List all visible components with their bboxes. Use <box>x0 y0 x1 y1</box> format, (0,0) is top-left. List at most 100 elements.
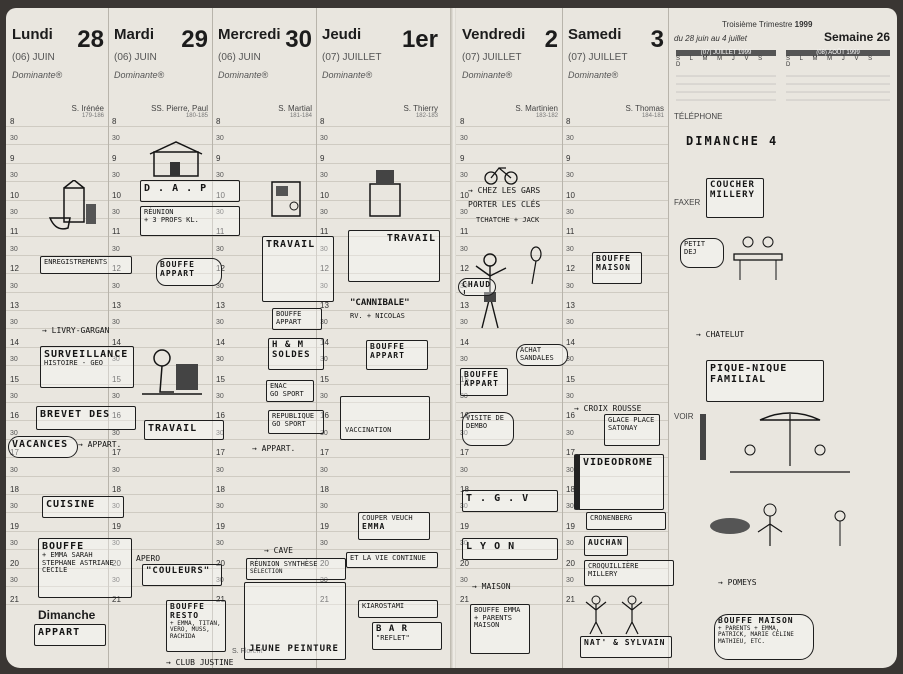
note-travail-mardi: TRAVAIL <box>144 420 224 440</box>
note-cuisine: CUISINE <box>42 496 124 518</box>
hour-label: 30 <box>566 209 574 216</box>
note-bouffe-appart-mardi: BOUFFE APPART <box>156 258 222 286</box>
hour-label: 8 <box>112 117 117 126</box>
note-bouffe-appart-jeudi: BOUFFE APPART <box>366 340 428 370</box>
note-bouffe-maison-samedi: BOUFFE MAISON <box>592 252 642 284</box>
hour-label: 20 <box>460 558 469 568</box>
bicycle-sketch <box>484 160 518 191</box>
hour-line <box>6 291 452 293</box>
note-vaccination: VACCINATION <box>340 396 430 440</box>
note-petit-dej: PETIT DEJ <box>680 238 724 268</box>
hour-line <box>6 549 452 551</box>
hour-label: 30 <box>320 282 328 290</box>
day-header-mercredi: Mercredi 30 (06) JUIN Dominante® S. Mart… <box>216 20 312 119</box>
day-name: Jeudi <box>322 26 362 43</box>
saint-florent: S. Florent <box>232 648 263 655</box>
hour-label: 30 <box>216 540 224 548</box>
kettle-sketch <box>362 168 408 225</box>
note-brevet: BREVET DES <box>36 406 136 430</box>
hour-label: 30 <box>10 209 18 216</box>
note-bouffe-appart-mercredi: BOUFFE APPART <box>272 308 322 330</box>
note-chez-les-gars: → CHEZ LES GARS <box>468 186 541 195</box>
note-lyon: L Y O N <box>462 538 558 560</box>
hour-label: 11 <box>566 227 575 237</box>
hour-label: 30 <box>216 282 224 290</box>
hour-label: 30 <box>566 429 574 437</box>
hour-label: 19 <box>460 521 469 531</box>
hour-label: 19 <box>216 521 225 531</box>
hour-line <box>6 383 452 385</box>
note-rue: RV. + NICOLAS <box>350 312 405 320</box>
note-bouffe-maison-dimanche: BOUFFE MAISON+ PARENTS + EMMA, PATRICK, … <box>714 614 814 660</box>
hour-label: 30 <box>566 393 574 400</box>
hour-label: 21 <box>112 595 121 605</box>
hour-label: 30 <box>320 245 328 253</box>
hour-label: 30 <box>216 503 224 511</box>
hour-label: 20 <box>10 558 19 568</box>
note-auchan: AUCHAN <box>584 536 628 556</box>
week-range: du 28 juin au 4 juillet <box>674 34 747 43</box>
hour-label: 10 <box>10 190 19 200</box>
trimestre-label: Troisième Trimestre 1999 <box>722 20 813 29</box>
hour-line <box>6 365 452 367</box>
person-at-desk-sketch <box>140 344 204 421</box>
note-club: → CLUB JUSTINE <box>166 658 234 667</box>
hour-label: 30 <box>112 135 120 143</box>
note-enregistrements: ENREGISTREMENTS <box>40 256 132 274</box>
hour-label: 21 <box>10 595 19 605</box>
hour-label: 9 <box>566 153 571 163</box>
hour-label: 17 <box>320 448 329 458</box>
hour-label: 10 <box>112 190 121 200</box>
hour-label: 30 <box>216 577 224 584</box>
hour-label: 30 <box>566 466 574 474</box>
day-number: 3 <box>650 26 664 53</box>
hour-label: 30 <box>10 503 18 511</box>
dominante-label: Dominante® <box>322 70 373 80</box>
hour-label: 30 <box>460 429 468 437</box>
note-bouffe-appart-vendredi: BOUFFE APPART <box>460 368 508 396</box>
day-header-jeudi: Jeudi 1er (07) JUILLET Dominante® S. Thi… <box>320 20 438 119</box>
hour-label: 15 <box>112 374 121 384</box>
hour-label: 13 <box>460 301 469 310</box>
voir-label: VOIR <box>674 412 694 421</box>
hour-line <box>6 494 452 495</box>
day-month: (07) JUILLET <box>322 52 382 63</box>
note-porter-cles: PORTER LES CLÉS <box>468 200 541 209</box>
hour-label: 30 <box>216 429 224 437</box>
note-appart-mercredi: → APPART. <box>252 444 296 453</box>
notebook-spine <box>450 8 458 668</box>
hour-label: 8 <box>460 117 465 126</box>
hour-line <box>6 310 452 311</box>
hour-label: 17 <box>112 448 121 458</box>
note-chatelut: → CHATELUT <box>696 330 745 339</box>
hour-label: 11 <box>460 227 469 237</box>
hour-label: 17 <box>566 448 575 458</box>
note-et-la-vie-continue: ET LA VIE CONTINUE <box>346 552 438 568</box>
hour-label: 30 <box>460 319 468 327</box>
week-panel: Troisième Trimestre 1999 du 28 juin au 4… <box>670 18 892 114</box>
hour-line <box>6 346 452 348</box>
hour-label: 30 <box>216 356 224 364</box>
hour-label: 30 <box>566 356 574 364</box>
day-month: (06) JUIN <box>12 52 55 63</box>
hour-label: 12 <box>10 264 19 274</box>
hour-label: 30 <box>566 577 574 584</box>
note-visite-dembo: VISITE DE DEMBO <box>462 412 514 446</box>
hour-label: 9 <box>10 153 15 163</box>
hour-label: 30 <box>460 503 468 511</box>
hour-label: 14 <box>320 337 329 347</box>
hour-label: 30 <box>460 577 468 584</box>
hour-line <box>6 144 452 146</box>
hour-line <box>6 254 452 256</box>
day-column-mardi: Mardi 29 (06) JUIN Dominante® SS. Pierre… <box>108 8 213 668</box>
hour-label: 14 <box>460 337 469 347</box>
hour-label: 11 <box>320 227 329 237</box>
hour-label: 30 <box>320 429 328 437</box>
day-month: (07) JUILLET <box>568 52 628 63</box>
hour-label: 30 <box>112 282 120 290</box>
hour-label: 9 <box>320 153 325 163</box>
